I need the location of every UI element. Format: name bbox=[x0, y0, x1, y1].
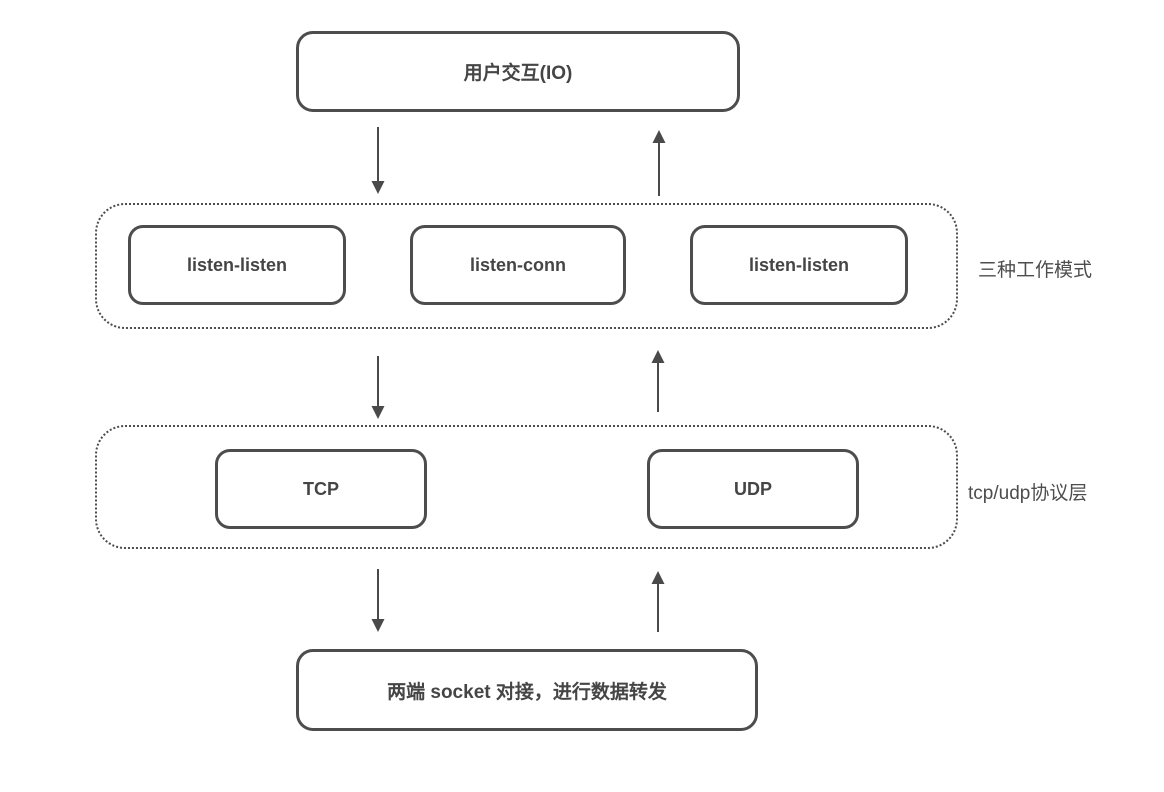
group-label-work-modes: 三种工作模式 bbox=[978, 260, 1093, 281]
node-tcp: TCP bbox=[215, 449, 427, 529]
node-socket-forward: 两端 socket 对接，进行数据转发 bbox=[296, 649, 758, 731]
arrow-up-socket-to-protocol bbox=[651, 571, 665, 632]
node-listen-listen-2: listen-listen bbox=[690, 225, 908, 305]
arrow-up-protocol-to-modes bbox=[651, 350, 665, 412]
group-work-modes bbox=[95, 203, 958, 329]
group-protocol-layer bbox=[95, 425, 958, 549]
arrow-down-modes-to-protocol bbox=[371, 356, 385, 419]
arrow-up-modes-to-io bbox=[652, 130, 666, 196]
node-user-io: 用户交互(IO) bbox=[296, 31, 740, 112]
arrow-down-io-to-modes bbox=[371, 127, 385, 194]
node-listen-listen-1: listen-listen bbox=[128, 225, 346, 305]
node-listen-conn: listen-conn bbox=[410, 225, 626, 305]
group-label-protocol-layer: tcp/udp协议层 bbox=[968, 483, 1088, 504]
node-udp: UDP bbox=[647, 449, 859, 529]
arrow-down-protocol-to-socket bbox=[371, 569, 385, 632]
